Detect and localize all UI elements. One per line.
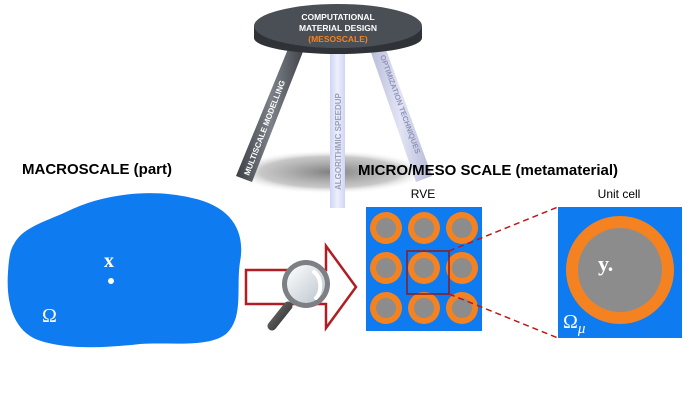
micro-title: MICRO/MESO SCALE (metamaterial) [358, 162, 618, 179]
rve-inclusion-core [452, 298, 472, 318]
table-top: COMPUTATIONAL MATERIAL DESIGN (MESOSCALE… [254, 4, 422, 54]
rve-label: RVE [411, 187, 435, 201]
unit-cell-point-label: y. [598, 251, 613, 276]
rve-inclusion-core [414, 218, 434, 238]
rve-inclusion-core [376, 258, 396, 278]
rve-inclusion-core [376, 298, 396, 318]
unit-cell-domain-subscript: μ [577, 321, 586, 337]
macro-point-label: x [104, 250, 114, 272]
rve-inclusion-core [452, 258, 472, 278]
unit-cell-domain-label: Ωμ [563, 311, 586, 337]
macroscale-title: MACROSCALE (part) [22, 161, 172, 178]
table-top-line1: COMPUTATIONAL [301, 12, 374, 22]
leg-right-label: OPTIMIZATION TECHNIQUES [378, 54, 422, 155]
rve-inclusion-core [452, 218, 472, 238]
table-top-line2: MATERIAL DESIGN [299, 23, 377, 33]
table-top-line3: (MESOSCALE) [308, 34, 368, 44]
macro-part-blob [7, 193, 242, 348]
unit-cell-label: Unit cell [598, 187, 641, 201]
micro-group: MICRO/MESO SCALE (metamaterial) RVE Unit… [358, 162, 682, 339]
macro-point-dot [108, 278, 114, 284]
macroscale-group: MACROSCALE (part) x Ω [7, 161, 242, 348]
leg-middle: ALGORITHMIC SPEEDUP [330, 46, 345, 208]
magnifier-icon [267, 260, 330, 331]
unit-cell-gray-core [578, 228, 662, 312]
rve-inclusion-core [414, 298, 434, 318]
rve-inclusion-core [414, 258, 434, 278]
leg-middle-label: ALGORITHMIC SPEEDUP [334, 92, 343, 190]
rve-highlight-box [406, 250, 450, 295]
rve-inclusion-core [376, 218, 396, 238]
macro-domain-label: Ω [42, 305, 57, 327]
rve-cell-grid [370, 212, 478, 324]
unit-cell-domain-omega: Ω [563, 311, 578, 333]
